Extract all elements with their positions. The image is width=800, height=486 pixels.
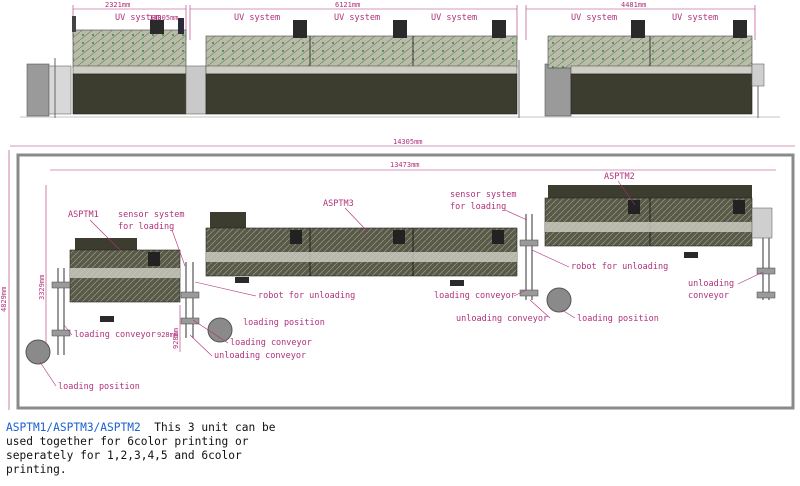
annotation: loading position [577,314,659,324]
uv-system-label: UV system [571,13,617,23]
dimension-label: 3329mm [38,275,46,300]
plan-view: 14305mm 13473mm 4829mm 3329mm 928mm ASPT… [0,138,795,410]
room-frame [16,153,795,410]
annotation: unloading conveyor [214,351,306,361]
machine-front-2 [205,20,518,115]
front-view: 2321mm 6121mm 4481mm UV system 14305mm U… [20,1,780,118]
uv-system-label: UV system [334,13,380,23]
uv-system-label: UV system [431,13,477,23]
annotation: sensor system [118,210,185,220]
annotation: for loading [450,202,506,212]
unit-label: ASPTM2 [604,172,635,182]
loading-position-marker [207,317,233,343]
annotation: loading position [243,318,325,328]
caption-text: This 3 unit can be [154,421,276,434]
dimension-label: 14305mm [149,14,179,22]
annotation: loading conveyor [74,330,156,340]
annotation: unloading conveyor [456,314,548,324]
unit-label: ASPTM1 [68,210,99,220]
loading-position-marker [546,287,572,313]
dimension-label: 6121mm [335,1,360,9]
annotation: unloading [688,279,734,289]
uv-system-label: UV system [672,13,718,23]
machine-front-3 [547,20,753,115]
annotation: for loading [118,222,174,232]
dimension-label: 928mm [157,331,178,339]
dimension-label: 14305mm [393,138,423,146]
annotation: robot for unloading [571,262,668,272]
dimension-label: 13473mm [390,161,420,169]
caption-text: seperately for 1,2,3,4,5 and 6color [6,449,242,462]
unit-label: ASPTM3 [323,199,354,209]
machine-asptm1 [69,238,181,303]
annotation: loading conveyor [230,338,312,348]
machine-asptm3 [205,212,518,277]
dimension-label: 2321mm [105,1,130,9]
annotation: loading conveyor [434,291,516,301]
annotation: sensor system [450,190,517,200]
machine-asptm2 [544,185,773,247]
uv-system-label: UV system [115,13,161,23]
annotation: robot for unloading [258,291,355,301]
dimension-label: 4481mm [621,1,646,9]
caption-text: printing. [6,463,67,476]
loading-position-marker [25,339,51,365]
caption-units: ASPTM1/ASPTM3/ASPTM2 [6,421,141,434]
machine-front-1 [72,16,187,115]
dimension-label: 4829mm [0,287,8,312]
caption: ASPTM1/ASPTM3/ASPTM2 This 3 unit can be … [6,421,326,477]
dimension-label: 928mm [172,328,180,349]
annotation: conveyor [688,291,729,301]
annotation: loading position [58,382,140,392]
uv-system-label: UV system [234,13,280,23]
caption-text: used together for 6color printing or [6,435,249,448]
feeder-stand [26,63,50,117]
